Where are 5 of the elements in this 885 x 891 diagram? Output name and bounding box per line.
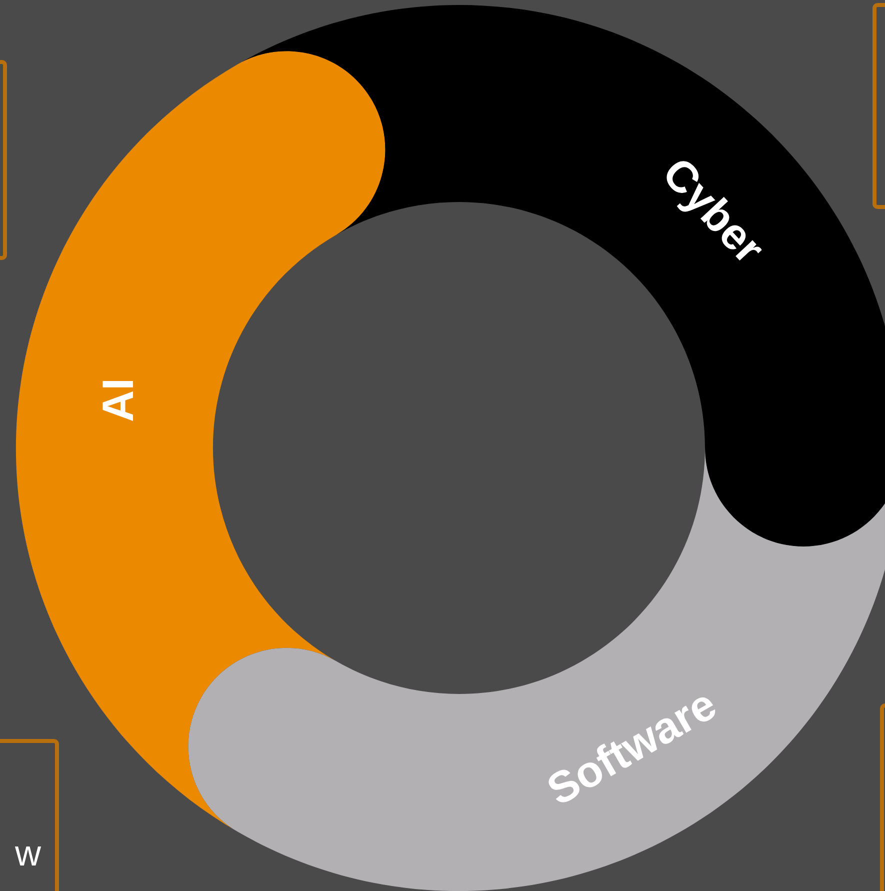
outline-box — [880, 704, 885, 891]
outline-box — [0, 60, 7, 260]
text-box: w — [0, 739, 59, 891]
outline-box — [872, 3, 885, 209]
ring-segment: AI — [16, 51, 386, 832]
